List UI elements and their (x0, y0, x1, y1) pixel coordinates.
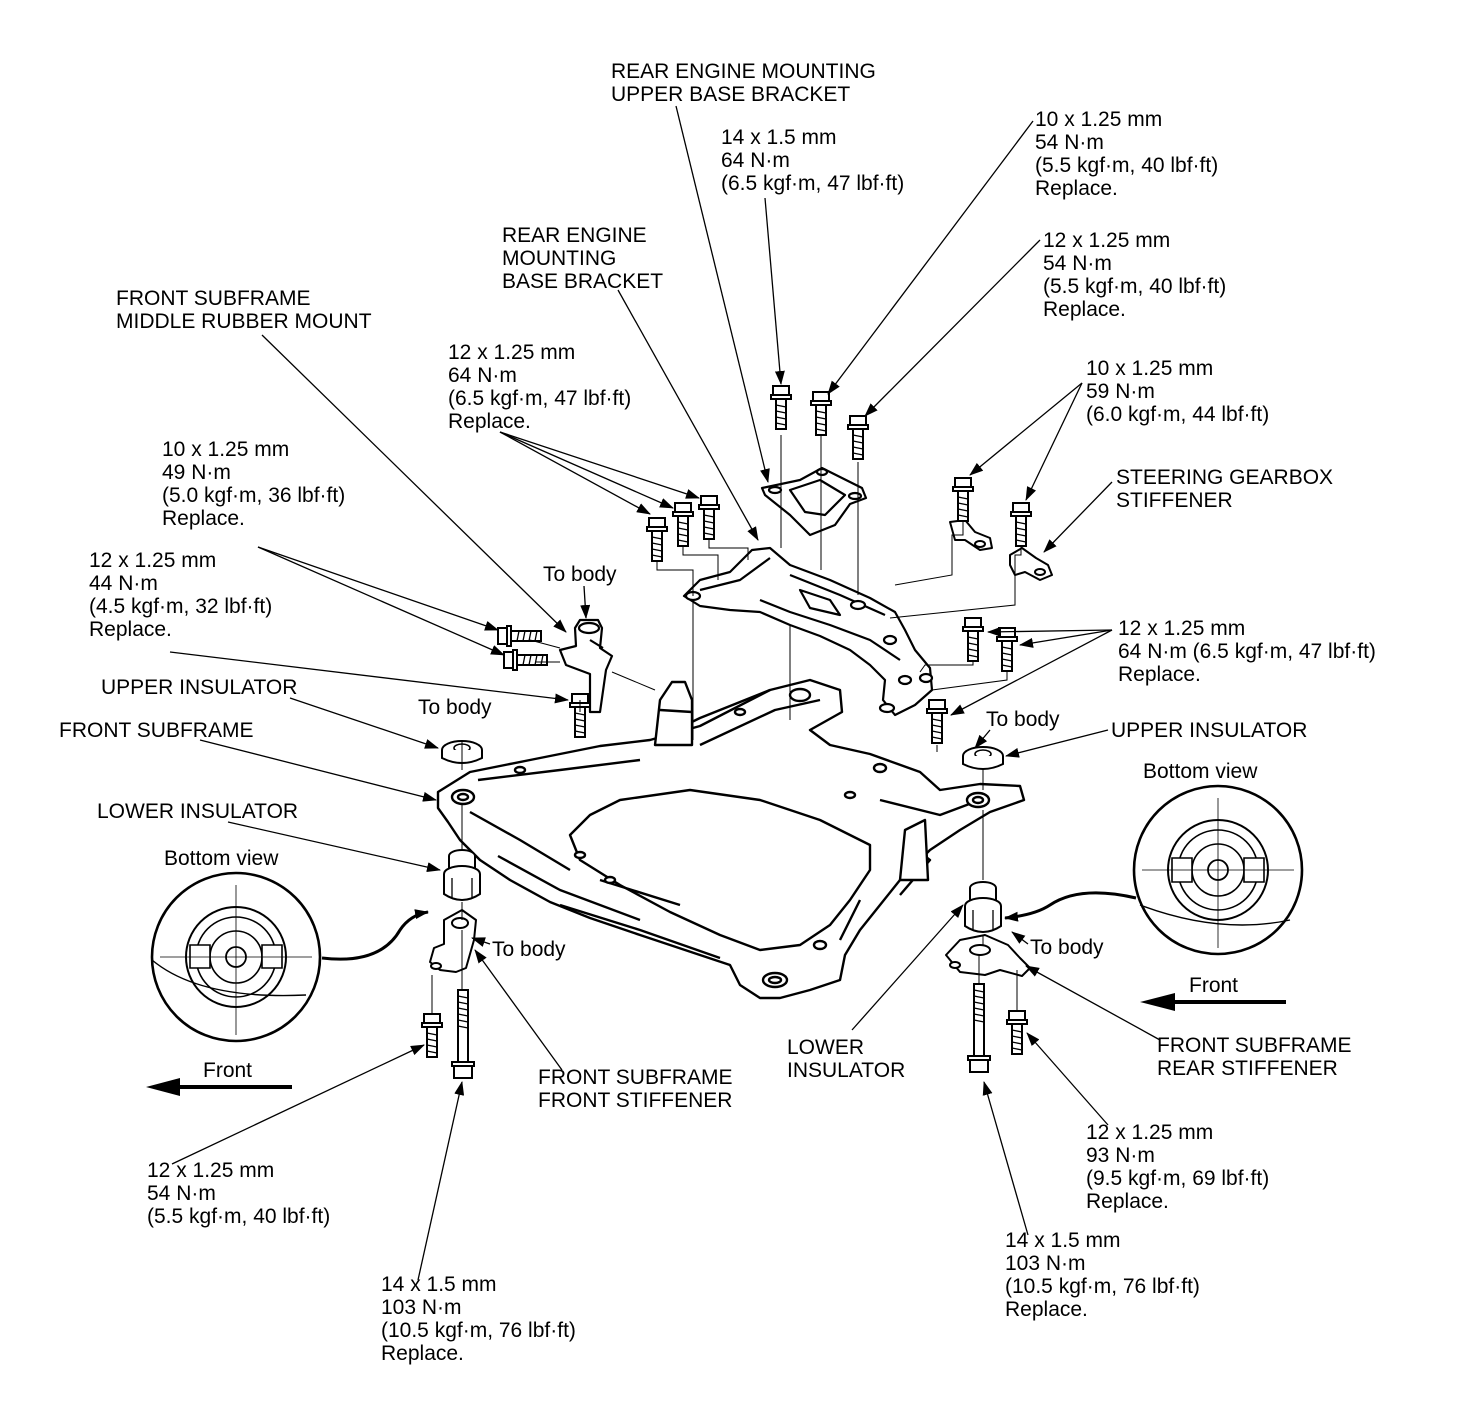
front-arrow-left (146, 1078, 292, 1096)
rear-engine-mounting-upper-base-bracket (760, 466, 868, 537)
leader-lines (169, 105, 1161, 1281)
front-subframe-rear-stiffener (945, 934, 1031, 977)
alignment-lines (431, 435, 1022, 1015)
lower-insulator-left (443, 849, 481, 901)
label-upper-insulator-right: UPPER INSULATOR (1111, 719, 1308, 742)
front-subframe-front-stiffener (429, 909, 477, 973)
bottom-view-left (150, 871, 322, 1043)
label-bottom-view-right: Bottom view (1143, 760, 1258, 783)
label-lower-insulator-left: LOWER INSULATOR (97, 800, 299, 823)
lower-insulator-right (964, 881, 1002, 933)
label-front-subframe: FRONT SUBFRAME (59, 719, 254, 742)
label-to-body-right-lower: To body (1030, 936, 1104, 959)
label-to-body-left-lower: To body (492, 938, 566, 961)
label-to-body-left-upper: To body (418, 696, 492, 719)
front-subframe-middle-rubber-mount (558, 618, 614, 714)
label-to-body-mount: To body (543, 563, 617, 586)
steering-gearbox-stiffener (949, 519, 1053, 581)
front-arrow-right (1140, 993, 1286, 1011)
upper-insulator-right (962, 746, 1004, 770)
label-front-right: Front (1189, 974, 1239, 997)
label-bottom-view-left: Bottom view (164, 847, 279, 870)
label-to-body-right-upper: To body (986, 708, 1060, 731)
bottom-view-right (1132, 784, 1304, 956)
front-subframe (436, 678, 1026, 1000)
label-front-left: Front (203, 1059, 253, 1082)
label-upper-insulator-left: UPPER INSULATOR (101, 676, 298, 699)
